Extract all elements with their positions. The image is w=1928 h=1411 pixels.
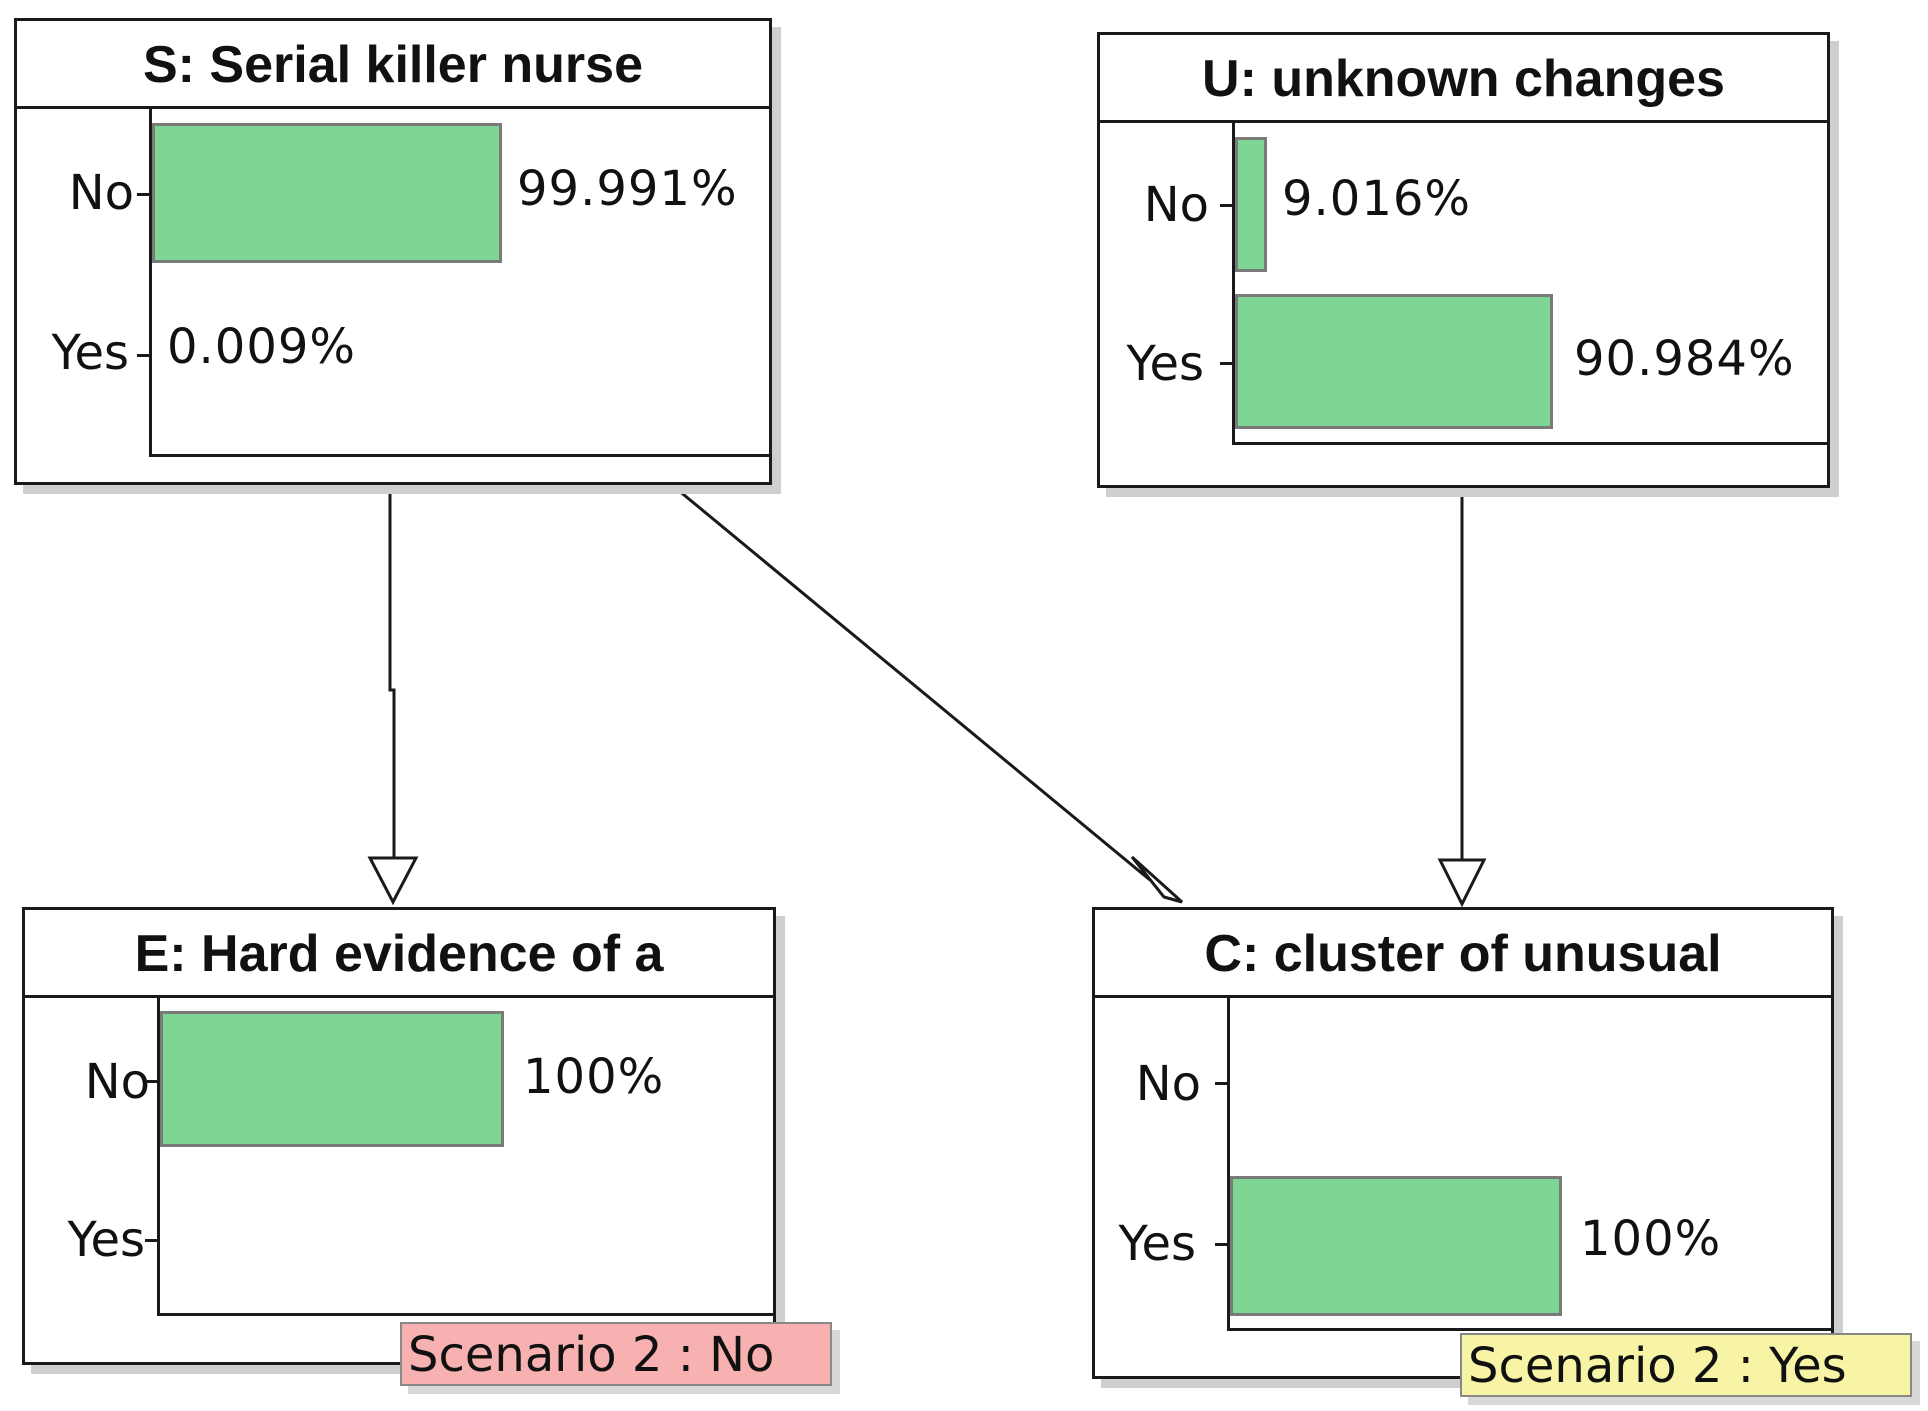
tick-yes xyxy=(145,1239,157,1242)
probability-chart xyxy=(1227,998,1834,1331)
bar-yes xyxy=(1230,1176,1562,1316)
state-label-yes: Yes xyxy=(51,325,129,381)
arrowhead-c-from-s xyxy=(1130,855,1184,904)
state-label-no: No xyxy=(68,165,134,221)
edge-s-to-e xyxy=(388,487,396,860)
node-u-unknown-changes[interactable]: U: unknown changes No 9.016% Yes 90.984% xyxy=(1097,32,1830,488)
state-label-yes: Yes xyxy=(67,1212,145,1268)
state-label-no: No xyxy=(1143,177,1209,233)
percent-yes: 90.984% xyxy=(1574,331,1795,387)
probability-chart xyxy=(149,109,772,457)
tick-yes xyxy=(137,354,149,357)
arrowhead-c-from-u xyxy=(1437,858,1487,908)
node-title: S: Serial killer nurse xyxy=(17,21,769,109)
bar-no xyxy=(1235,137,1267,272)
bar-yes xyxy=(1235,294,1553,429)
tick-no xyxy=(1215,1082,1227,1085)
node-c-cluster-of-unusual[interactable]: C: cluster of unusual No Yes 100% xyxy=(1092,907,1834,1379)
scenario-badge-c: Scenario 2 : Yes xyxy=(1460,1333,1912,1397)
tick-no xyxy=(145,1080,157,1083)
percent-yes: 0.009% xyxy=(167,319,357,375)
percent-yes: 100% xyxy=(1580,1211,1722,1267)
node-s-serial-killer-nurse[interactable]: S: Serial killer nurse No 99.991% Yes 0.… xyxy=(14,18,772,485)
edge-s-to-c xyxy=(671,483,1151,882)
node-title: E: Hard evidence of a xyxy=(25,910,773,998)
probability-chart xyxy=(1232,123,1830,445)
percent-no: 9.016% xyxy=(1282,171,1472,227)
percent-no: 99.991% xyxy=(517,161,738,217)
bar-no xyxy=(152,123,502,263)
scenario-badge-e: Scenario 2 : No xyxy=(400,1322,832,1386)
probability-chart xyxy=(157,998,776,1316)
tick-no xyxy=(137,193,149,196)
tick-no xyxy=(1220,204,1232,207)
percent-no: 100% xyxy=(523,1049,665,1105)
tick-yes xyxy=(1215,1243,1227,1246)
tick-yes xyxy=(1220,362,1232,365)
bar-no xyxy=(160,1011,504,1147)
node-e-hard-evidence[interactable]: E: Hard evidence of a No 100% Yes xyxy=(22,907,776,1365)
node-title: C: cluster of unusual xyxy=(1095,910,1831,998)
state-label-yes: Yes xyxy=(1126,336,1204,392)
state-label-yes: Yes xyxy=(1118,1216,1196,1272)
node-title: U: unknown changes xyxy=(1100,35,1827,123)
arrowhead-e xyxy=(367,856,419,906)
state-label-no: No xyxy=(1135,1056,1201,1112)
state-label-no: No xyxy=(84,1054,150,1110)
